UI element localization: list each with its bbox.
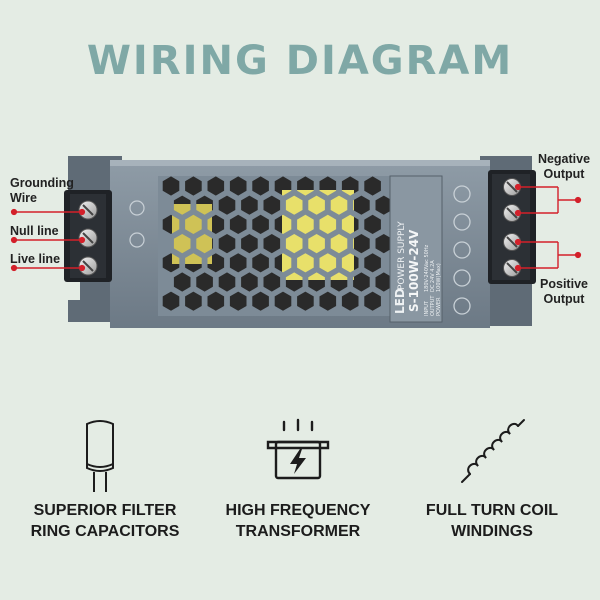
- model-text: S-100W-24V: [407, 229, 421, 312]
- output-wire-markers: [514, 183, 582, 272]
- positive-output-label: Positive Output: [540, 277, 588, 306]
- feature-coil-line2: WINDINGS: [451, 523, 533, 540]
- device-name-text: POWER SUPPLY: [397, 221, 407, 290]
- feature-transformer-caption: HIGH FREQUENCY TRANSFORMER: [198, 500, 398, 542]
- feature-capacitors-line1: SUPERIOR FILTER: [33, 502, 177, 519]
- negative-output-label: Negative Output: [537, 152, 591, 181]
- vent-grid: [158, 176, 393, 316]
- feature-transformer-line2: TRANSFORMER: [235, 523, 361, 540]
- live-line-label: Live line: [10, 252, 61, 266]
- spec-row-output-value: DC 24V 4.2A: [430, 260, 436, 292]
- vent-cover: [158, 176, 393, 316]
- grounding-wire-label: Grounding Wire: [10, 176, 74, 205]
- left-marks: [129, 200, 145, 248]
- feature-capacitors-line2: RING CAPACITORS: [30, 523, 180, 540]
- transformer-icon: [266, 418, 330, 480]
- brand-text: LED: [393, 288, 407, 314]
- page-title: WIRING DIAGRAM: [86, 38, 514, 84]
- input-wire-markers: [10, 208, 86, 272]
- spec-row-power-value: 100W(Max): [436, 263, 442, 292]
- feature-transformer-line1: HIGH FREQUENCY: [225, 502, 371, 519]
- null-line-label: Null line: [10, 224, 59, 238]
- spec-row-input: INPUT: [424, 300, 430, 316]
- spec-row-power: POWER: [436, 297, 442, 316]
- coil-icon: [461, 419, 525, 483]
- spec-row-output: OUTPUT: [430, 295, 436, 316]
- output-terminal-block: [488, 170, 536, 284]
- feature-coil-caption: FULL TURN COIL WINDINGS: [392, 500, 592, 542]
- feature-capacitors-caption: SUPERIOR FILTER RING CAPACITORS: [5, 500, 205, 542]
- spec-label-panel: [389, 175, 443, 323]
- feature-coil-line1: FULL TURN COIL: [425, 502, 559, 519]
- certification-marks: [453, 185, 471, 315]
- spec-row-input-value: 180V-240Vac 50Hz: [424, 244, 430, 292]
- capacitor-icon: [86, 420, 114, 492]
